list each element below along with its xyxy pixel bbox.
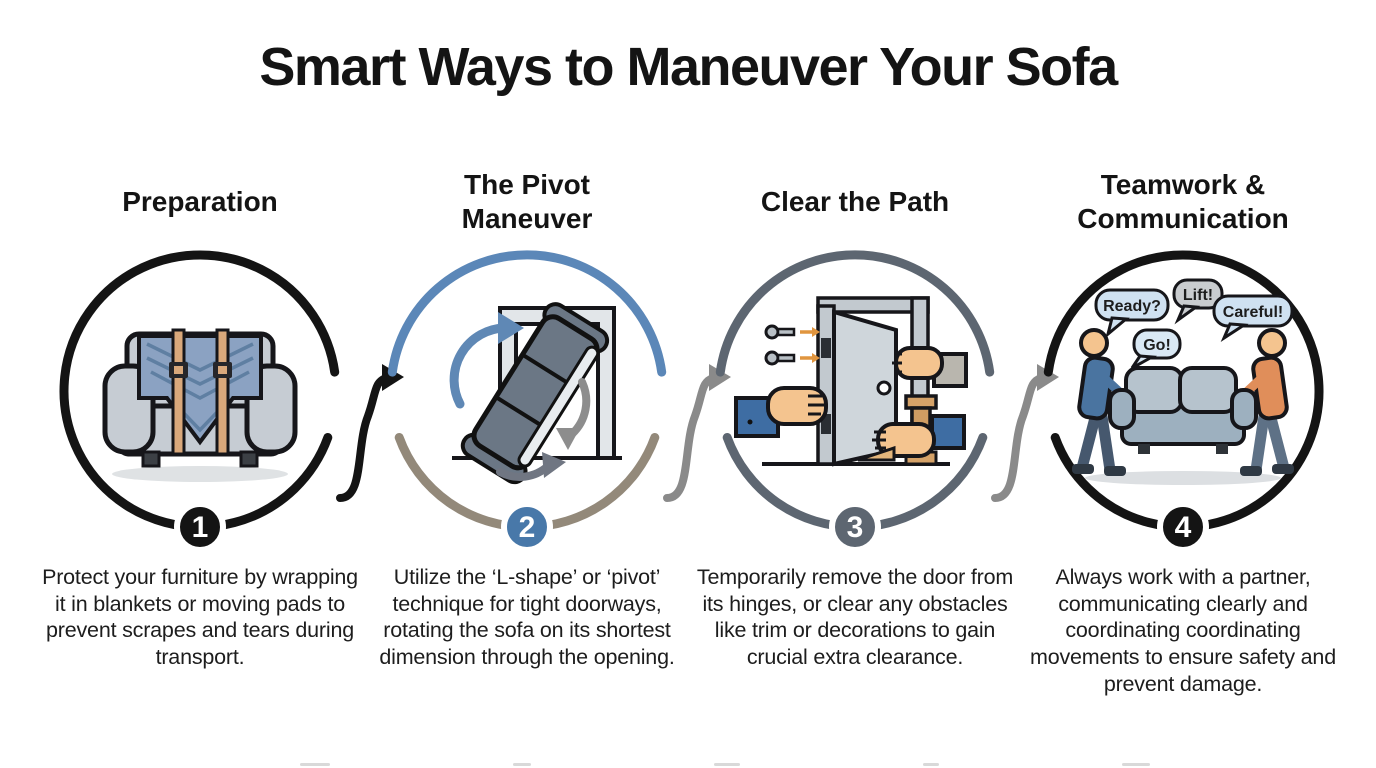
step-number-badge [1157,501,1209,553]
step-title: Teamwork & Communication [1077,168,1289,234]
head [1257,328,1287,358]
step-number-badge [501,501,553,553]
step-number: 1 [192,511,209,544]
strap-buckle-inner [174,366,183,374]
step-circle-pivot: 2 [387,250,667,553]
arrow-connector-2 [663,364,731,502]
hinge-pin-icon [764,324,820,340]
connector-curve [991,374,1045,502]
step-description: Always work with a partner, communicatin… [1030,565,1336,696]
connector-curve [336,374,390,502]
step-ring-top [715,250,995,377]
step-circle-preparation: 1 [59,250,340,553]
step-title: Clear the Path [760,185,950,217]
movers-carrying-sofa-icon: Ready? Go! Lift! Careful! [1072,278,1294,485]
sofa-shadow [112,466,288,482]
svg-text:Lift!: Lift! [1183,287,1213,304]
hinge [821,338,831,358]
pivot-sofa-doorway-icon [449,302,622,485]
step-title: The Pivot Maneuver [461,168,593,234]
step-circle-teamwork: Ready? Go! Lift! Careful! [1043,250,1324,553]
door-removal-icon [734,296,968,467]
step-clear-the-path: Clear the Path [690,158,1020,671]
step-number: 3 [847,511,864,544]
svg-text:Careful!: Careful! [1223,304,1283,321]
strap-buckle-inner [218,366,227,374]
strap-left [171,328,186,456]
sofa-front-strip [517,345,600,468]
step-ring [59,250,340,532]
step-pivot-maneuver: The Pivot Maneuver [362,158,692,671]
page-title: Smart Ways to Maneuver Your Sofa [259,37,1118,97]
left-hand-icon [734,386,828,438]
step-number: 4 [1175,511,1192,544]
shadow [1085,471,1281,485]
step-number-badge [174,501,226,553]
arrow-head-icon [1037,364,1059,391]
step-teamwork-communication: Teamwork & Communication [1018,158,1348,697]
speech-bubble-go: Go! [1130,328,1182,370]
arrow-head-icon [709,364,731,391]
sofa-leg [141,450,161,468]
wrapped-sofa-icon [102,328,298,482]
step-description: Temporarily remove the door from its hin… [696,565,1014,669]
step-description: Utilize the ‘L-shape’ or ‘pivot’ techniq… [379,565,675,669]
step-ring-top [387,250,667,377]
carried-sofa [1108,366,1258,454]
tilted-sofa [460,302,610,485]
rotation-arrow-blue [449,323,509,409]
wedge [857,445,896,462]
speech-bubble-lift: Lift! [1172,278,1224,325]
arrow-head-icon [498,312,524,344]
upper-right-hand-icon [892,346,968,388]
arrow-head-icon [382,364,404,391]
step-description: Protect your furniture by wrapping it in… [42,565,358,669]
sofa-leg [239,450,259,468]
step-ring [1043,250,1324,532]
door-frame-left [816,304,836,466]
step-title: Preparation [122,185,278,217]
cushion-dividers [496,354,568,427]
speech-bubble-careful: Careful! [1212,294,1294,342]
svg-text:Go!: Go! [1143,337,1171,354]
step-preparation: Preparation [35,158,365,671]
arrow-connector-3 [991,364,1059,502]
head [1079,328,1109,358]
cutoff-text-artifact [300,763,1150,766]
door-knob [876,380,892,396]
step-number: 2 [519,511,536,544]
hinge [821,414,831,434]
arrow-head-icon [542,452,566,478]
svg-text:Ready?: Ready? [1103,298,1161,315]
strap-right [215,328,230,456]
arrow-connector-1 [336,364,404,502]
lower-right-hand-icon [857,394,966,466]
speech-bubble-ready: Ready? [1094,288,1170,339]
arrow-head-icon [556,428,580,450]
step-number-badge [829,501,881,553]
hinge-pin-icon [764,350,820,366]
connector-curve [663,374,717,502]
step-circle-clear-path: 3 [715,250,995,553]
